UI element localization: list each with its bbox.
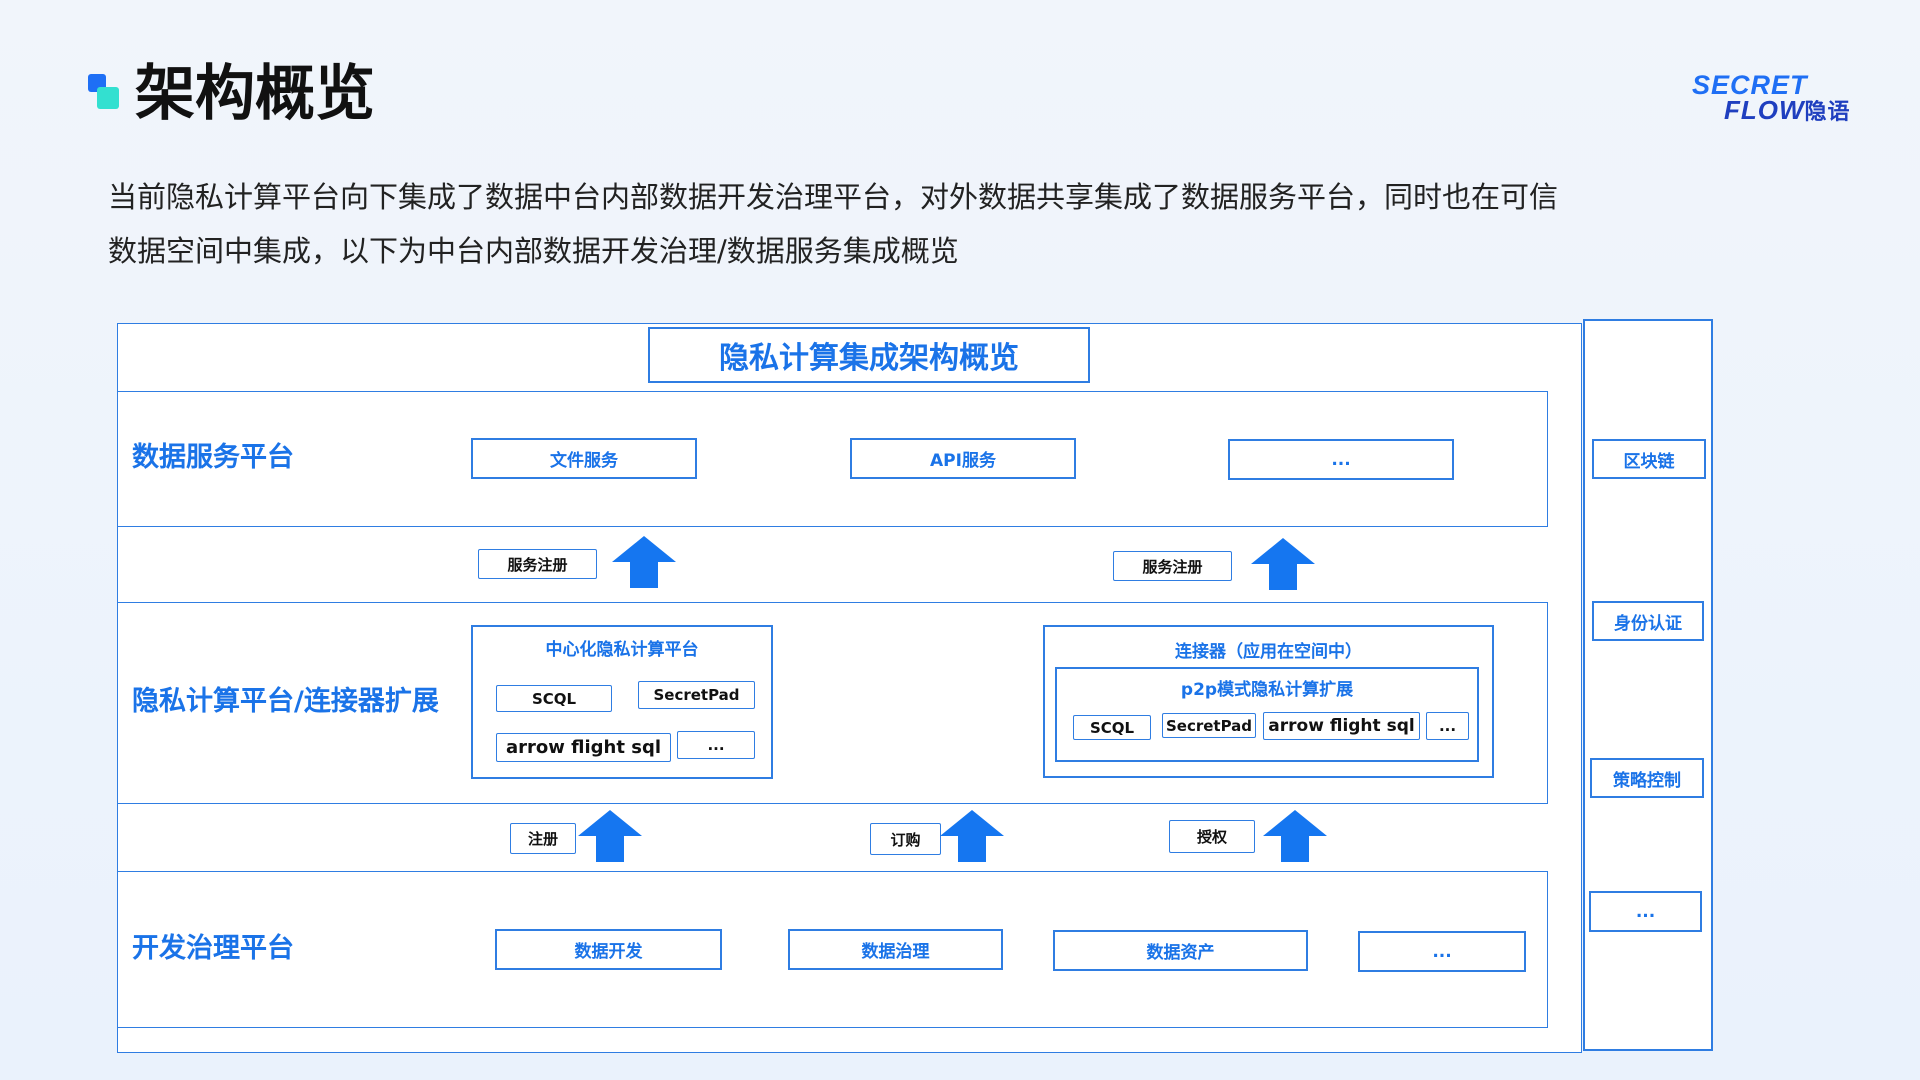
arrow-up-icon [1251,538,1315,590]
dev-layer-label: 开发治理平台 [132,933,294,964]
diagram-title: 隐私计算集成架构概览 [648,327,1090,383]
arrow-up-icon [940,810,1004,862]
service-register-label-2: 服务注册 [1113,551,1232,581]
p2p-secretpad: SecretPad [1162,713,1256,738]
arrow-up-icon [612,536,676,588]
arrow-up-icon [1263,810,1327,862]
p2p-scql: SCQL [1073,715,1151,740]
arrow-up-icon [578,810,642,862]
privacy-layer-label: 隐私计算平台/连接器扩展 [132,686,439,717]
p2p-arrow-flight-sql: arrow flight sql [1263,712,1420,740]
more-service-box: ... [1228,439,1454,480]
intro-line-2: 数据空间中集成，以下为中台内部数据开发治理/数据服务集成概览 [108,234,959,268]
more-side-box: ... [1589,891,1702,932]
subscribe-label: 订购 [870,823,941,855]
service-layer-label: 数据服务平台 [132,442,294,473]
data-dev-box: 数据开发 [495,929,722,970]
logo-cn: 隐语 [1804,99,1851,124]
identity-auth-box: 身份认证 [1592,601,1704,641]
blockchain-box: 区块链 [1592,439,1706,479]
logo-line-2: FLOW隐语 [1724,94,1851,126]
central-scql: SCQL [496,685,612,712]
central-secretpad: SecretPad [638,681,755,709]
intro-line-1: 当前隐私计算平台向下集成了数据中台内部数据开发治理平台，对外数据共享集成了数据服… [108,180,1559,214]
logo-line-1: SECRET [1692,70,1808,100]
more-dev-box: ... [1358,931,1526,972]
file-service-box: 文件服务 [471,438,697,479]
title-marker-accent-icon [97,87,119,109]
side-column [1583,319,1713,1051]
register-label: 注册 [510,823,576,854]
logo-flow: FLOW [1724,95,1805,125]
central-arrow-flight-sql: arrow flight sql [496,733,671,762]
page-title: 架构概览 [135,59,375,129]
central-platform-title: 中心化隐私计算平台 [545,640,699,660]
data-governance-box: 数据治理 [788,929,1003,970]
p2p-extension-title: p2p模式隐私计算扩展 [1180,680,1354,700]
policy-control-box: 策略控制 [1590,758,1704,798]
service-register-label-1: 服务注册 [478,549,597,579]
central-more: ... [677,731,755,759]
api-service-box: API服务 [850,438,1076,479]
intro-text: 当前隐私计算平台向下集成了数据中台内部数据开发治理平台，对外数据共享集成了数据服… [108,170,1648,278]
p2p-more: ... [1426,712,1469,740]
secretflow-logo: SECRET FLOW隐语 [1690,70,1851,126]
authorize-label: 授权 [1169,820,1255,853]
connector-title: 连接器（应用在空间中） [1175,642,1362,662]
data-asset-box: 数据资产 [1053,930,1308,971]
